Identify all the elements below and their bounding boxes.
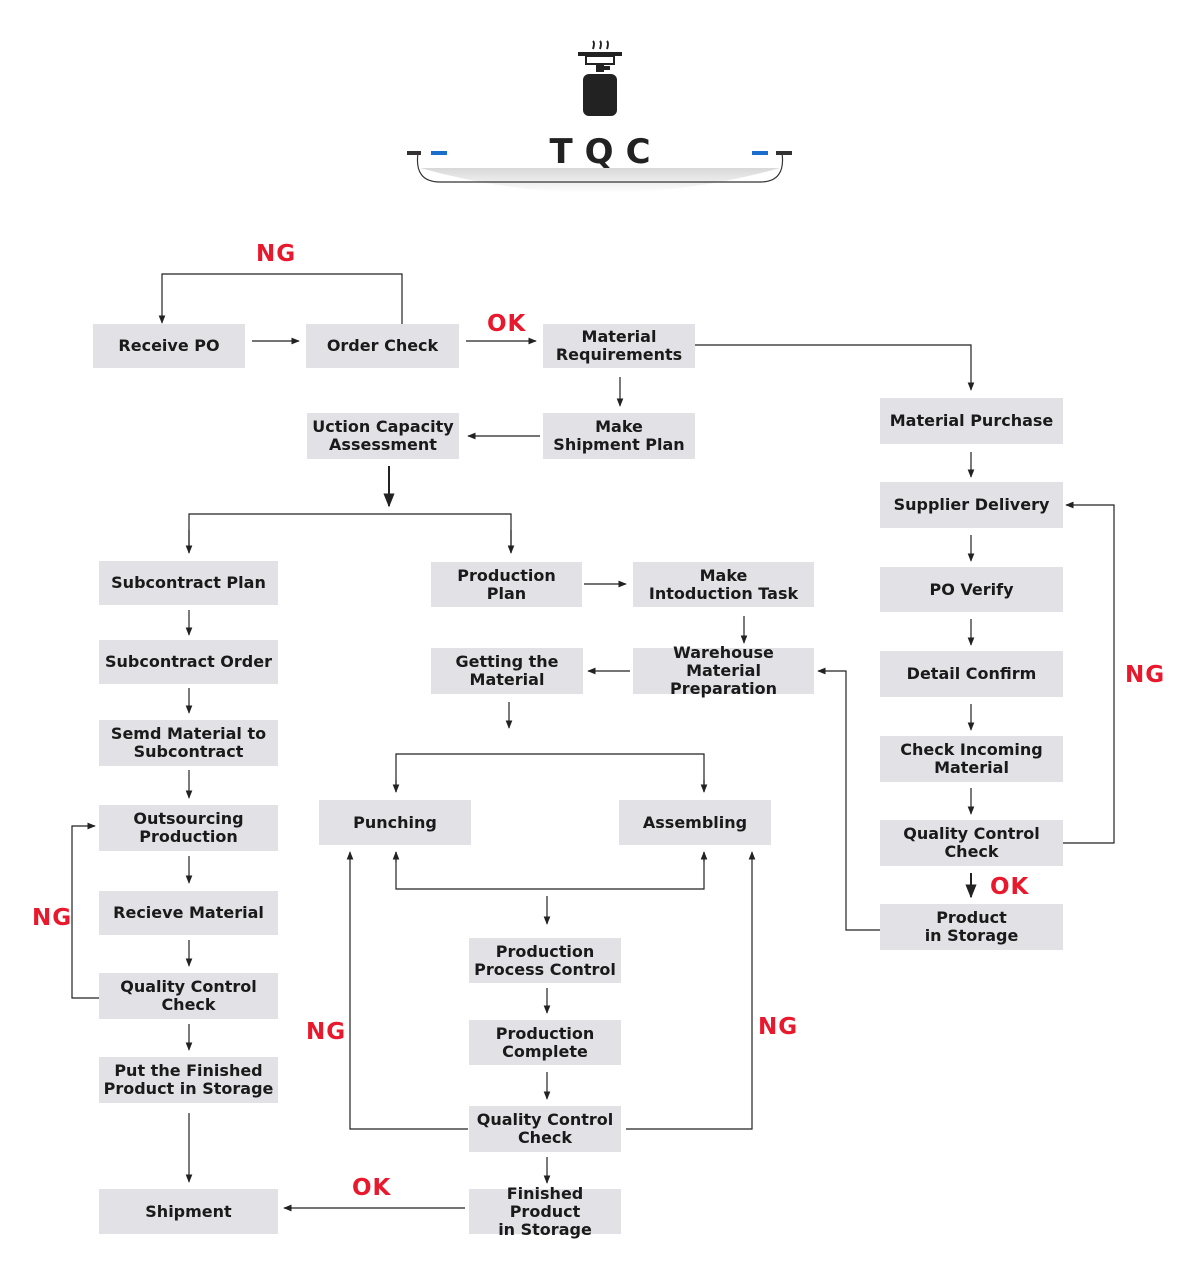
node-production-plan: Production Plan (431, 562, 582, 607)
node-subcontract-order: Subcontract Order (99, 640, 278, 684)
node-material-purchase: Material Purchase (880, 398, 1063, 444)
label-ng-right: NG (1125, 662, 1166, 688)
page-title: TQC (549, 132, 663, 172)
node-recieve-material: Recieve Material (99, 891, 278, 935)
header-decoration (407, 40, 792, 193)
node-assembling: Assembling (619, 800, 771, 845)
node-supplier-delivery: Supplier Delivery (880, 482, 1063, 528)
label-ng-top: NG (256, 241, 297, 267)
label-ng-left: NG (32, 905, 73, 931)
node-shipment: Shipment (99, 1189, 278, 1234)
node-punching: Punching (319, 800, 471, 845)
label-ok-right: OK (990, 874, 1030, 900)
label-ng-center-right: NG (758, 1014, 799, 1040)
gas-stove-icon (578, 40, 622, 116)
label-ok-bottom: OK (352, 1175, 392, 1201)
node-po-verify: PO Verify (880, 567, 1063, 612)
node-detail-confirm: Detail Confirm (880, 651, 1063, 697)
label-ng-center-left: NG (306, 1019, 347, 1045)
node-order-check: Order Check (306, 324, 459, 368)
node-receive-po: Receive PO (93, 324, 245, 368)
label-ok-top: OK (487, 311, 527, 337)
node-subcontract-plan: Subcontract Plan (99, 561, 278, 605)
